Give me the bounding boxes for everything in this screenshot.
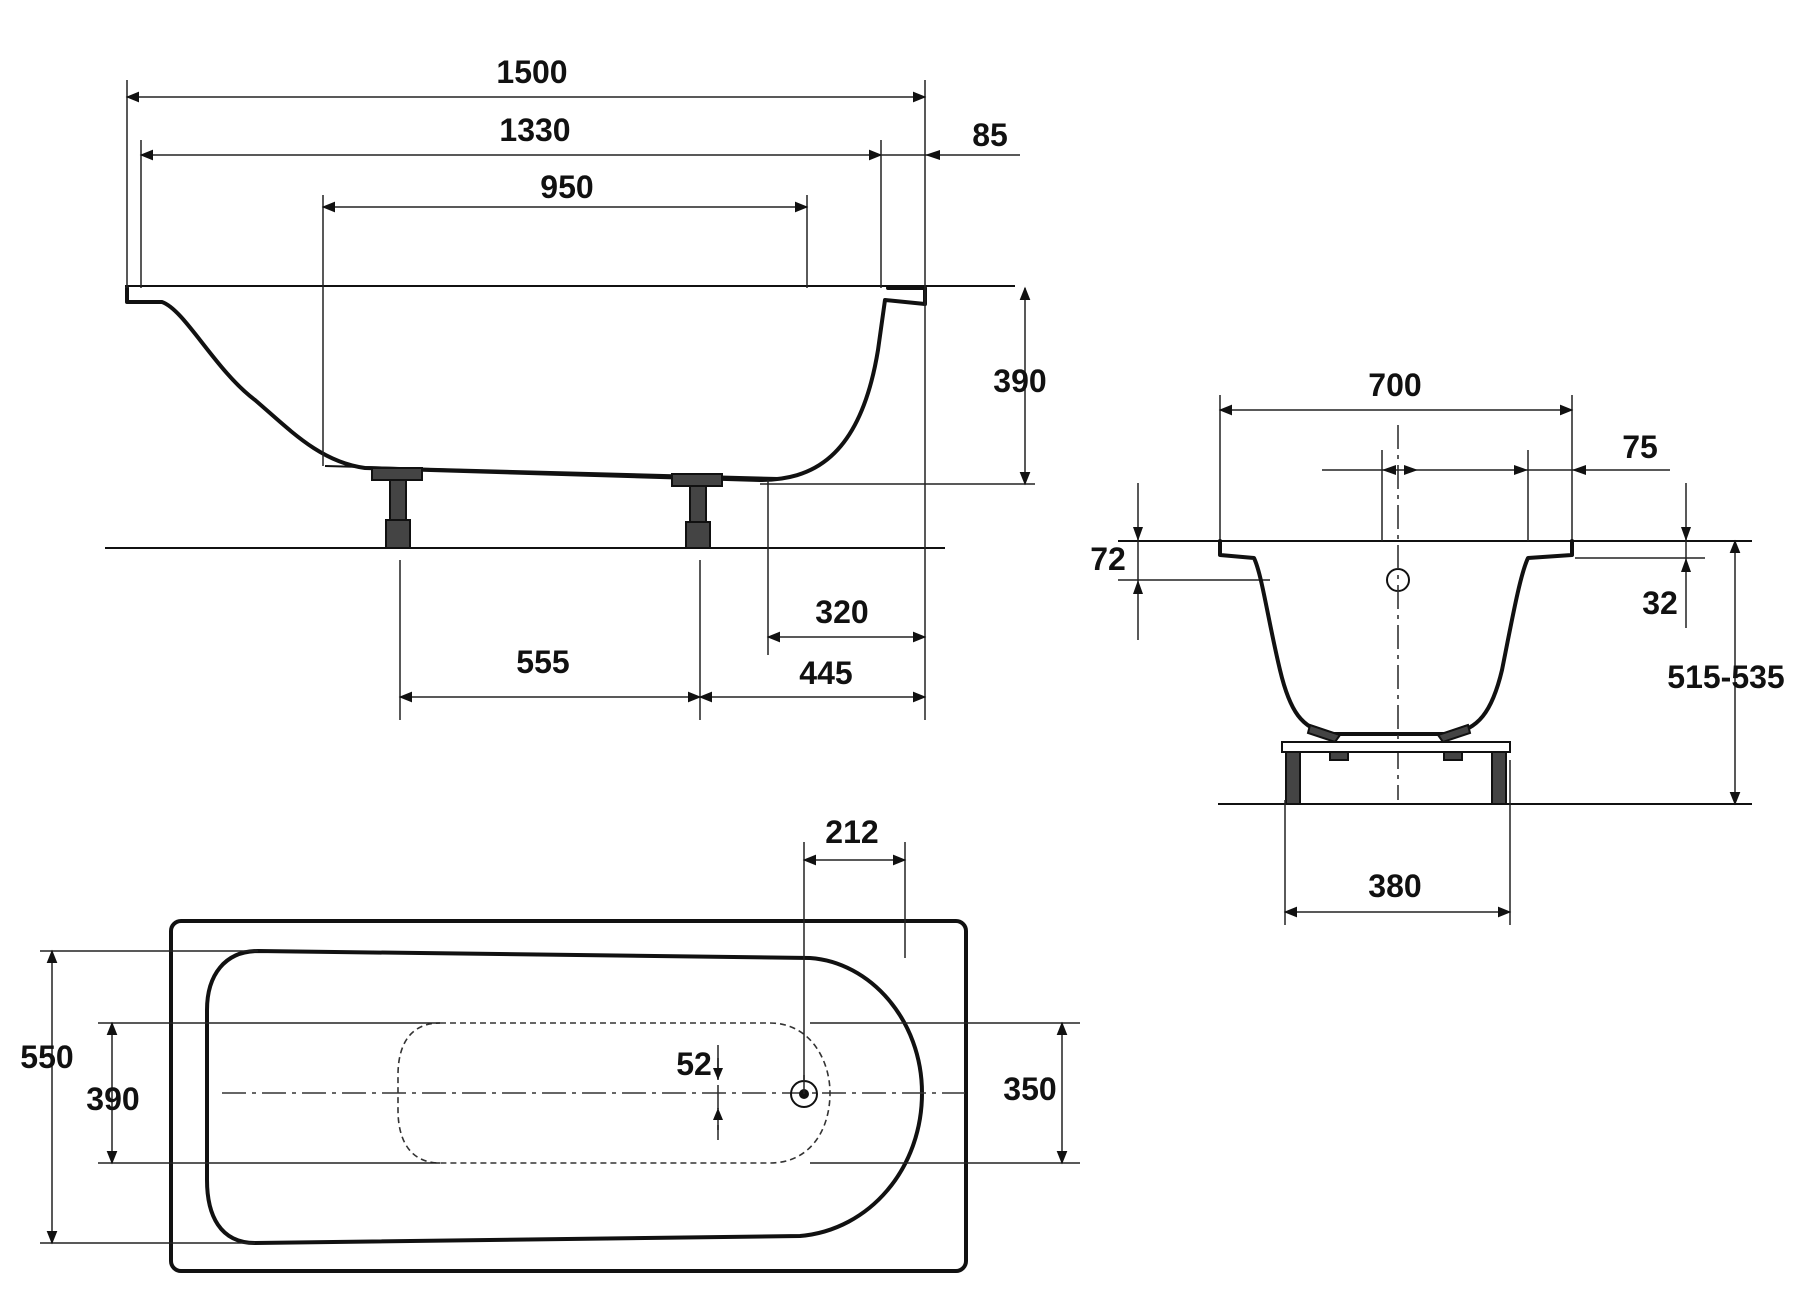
dim-foot-to-end: 445 [799, 655, 852, 691]
support-foot-right [671, 473, 723, 549]
dim-rim-thickness: 32 [1642, 585, 1678, 621]
side-view: 1500 1330 85 950 390 320 555 445 [105, 54, 1047, 720]
tub-bottom-outline [397, 1022, 831, 1164]
dim-bottom-length: 950 [540, 169, 593, 205]
dim-depth: 390 [993, 363, 1046, 399]
dim-feet-spacing: 555 [516, 644, 569, 680]
dim-drain-diameter: 52 [676, 1046, 712, 1082]
dim-overflow-offset: 75 [1622, 429, 1658, 465]
dim-frame-width: 380 [1368, 868, 1421, 904]
tub-end-profile [1218, 539, 1574, 736]
support-frame [1281, 723, 1511, 805]
dim-inner-width: 390 [86, 1081, 139, 1117]
dim-overall-length: 1500 [496, 54, 567, 90]
dim-drain-to-edge: 212 [825, 814, 878, 850]
support-foot-left [371, 467, 423, 549]
dim-height-range: 515-535 [1667, 659, 1784, 695]
dim-outer-bottom-width: 350 [1003, 1071, 1056, 1107]
end-view: 700 75 72 32 515-535 380 [1090, 367, 1785, 925]
dim-overflow-height: 72 [1090, 541, 1126, 577]
dim-end-width: 700 [1368, 367, 1421, 403]
dim-drain-offset: 320 [815, 594, 868, 630]
dim-overall-width: 550 [20, 1039, 73, 1075]
tub-outer-rim [169, 919, 968, 1273]
dim-rim-width: 85 [972, 117, 1008, 153]
top-view: 550 390 350 212 52 [20, 814, 1080, 1273]
tub-inner-basin [205, 949, 924, 1245]
dim-inner-length: 1330 [499, 112, 570, 148]
tub-side-profile [125, 286, 927, 482]
